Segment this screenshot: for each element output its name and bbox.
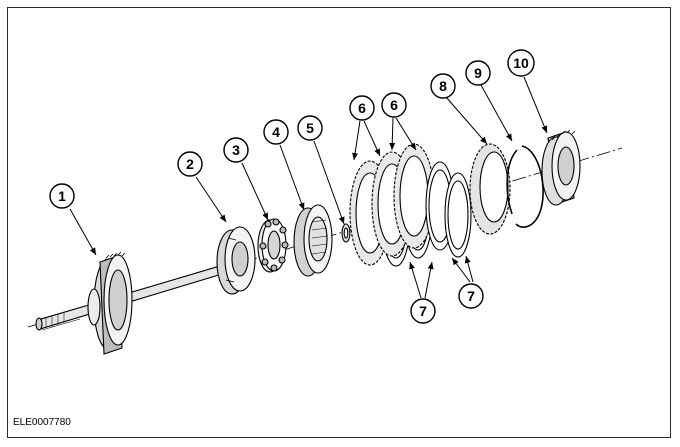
callout-8-label: 8 bbox=[439, 78, 447, 94]
callout-6b-label: 6 bbox=[390, 97, 398, 113]
callout-9-label: 9 bbox=[474, 65, 482, 81]
part-1-output-shaft-gear bbox=[35, 251, 223, 355]
figure-code: ELE0007780 bbox=[13, 417, 71, 428]
callout-6b: 6 bbox=[381, 92, 407, 118]
callout-7a: 7 bbox=[410, 298, 436, 324]
callout-4: 4 bbox=[263, 119, 289, 145]
part-9-snap-ring bbox=[506, 145, 544, 228]
callout-2: 2 bbox=[177, 151, 203, 177]
callout-10-label: 10 bbox=[513, 55, 529, 71]
callout-5-label: 5 bbox=[306, 120, 314, 136]
callout-8: 8 bbox=[430, 73, 456, 99]
callout-10: 10 bbox=[507, 49, 535, 77]
callout-1: 1 bbox=[49, 183, 75, 209]
part-2-plate bbox=[216, 226, 256, 295]
part-8-plate bbox=[469, 143, 511, 235]
clutch-pack-parts-6-7 bbox=[349, 143, 472, 267]
leader-lines bbox=[69, 76, 548, 299]
callout-1-label: 1 bbox=[58, 188, 66, 204]
callout-2-label: 2 bbox=[186, 156, 194, 172]
callout-7b: 7 bbox=[458, 283, 484, 309]
callout-7b-label: 7 bbox=[467, 288, 475, 304]
callout-6a: 6 bbox=[349, 95, 375, 121]
callout-9: 9 bbox=[465, 60, 491, 86]
callout-7a-label: 7 bbox=[419, 303, 427, 319]
part-3-bearing bbox=[257, 218, 289, 273]
part-4-hub bbox=[293, 204, 333, 277]
callout-6a-label: 6 bbox=[358, 100, 366, 116]
callout-3-label: 3 bbox=[232, 142, 240, 158]
part-5-washer bbox=[341, 223, 351, 243]
part-10-gear bbox=[541, 129, 581, 206]
callout-3: 3 bbox=[223, 137, 249, 163]
callout-5: 5 bbox=[297, 115, 323, 141]
callout-4-label: 4 bbox=[272, 124, 280, 140]
